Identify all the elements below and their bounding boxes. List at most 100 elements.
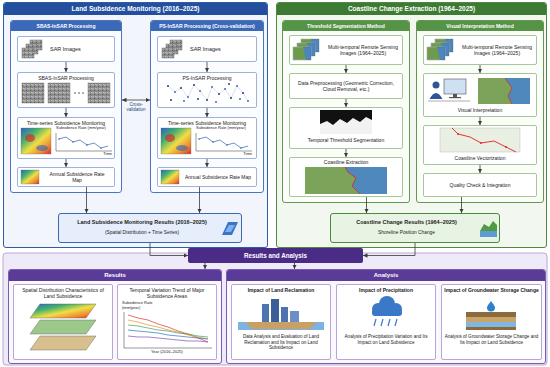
interpreter-icon bbox=[430, 93, 443, 99]
coastline-image bbox=[345, 167, 387, 194]
precipitation-icon bbox=[374, 319, 397, 326]
header-text: Land Subsidence Monitoring (2016–2025) bbox=[4, 3, 267, 15]
reclamation-icon bbox=[271, 299, 279, 322]
axis-label: Year (2016–2025) bbox=[118, 350, 216, 355]
interpreter-icon bbox=[453, 94, 457, 97]
connector bbox=[207, 159, 208, 167]
connector bbox=[480, 65, 481, 73]
method-panel: Visual Interpretation MethodMulti-tempor… bbox=[416, 20, 544, 203]
groundwater-icon bbox=[466, 322, 516, 327]
ps-points bbox=[167, 83, 249, 103]
precipitation-icon bbox=[372, 309, 402, 316]
node-text: Data Preprocessing (Geometric Correction… bbox=[292, 74, 400, 98]
connector bbox=[346, 149, 347, 157]
coastline-image bbox=[305, 167, 387, 194]
edge-label: Cross-validation bbox=[121, 102, 151, 113]
ps-points bbox=[224, 88, 226, 90]
trend-chart bbox=[128, 320, 208, 339]
ps-points bbox=[230, 97, 232, 99]
precipitation-icon bbox=[372, 303, 384, 315]
interpreter-icon bbox=[505, 78, 512, 104]
result-box: Coastline Change Results (1964–2025) Shor… bbox=[330, 213, 500, 243]
ps-points bbox=[211, 86, 213, 88]
axis-label: Subsidence Rate (mm/year) bbox=[196, 126, 254, 131]
satellite-images-icon bbox=[293, 39, 319, 60]
ps-points bbox=[247, 100, 249, 102]
node-text: Temporal Variation Trend of Major Subsid… bbox=[120, 287, 214, 299]
ps-points bbox=[197, 98, 199, 100]
result-icon bbox=[222, 222, 238, 235]
node-text: Coastline Vectorization bbox=[424, 155, 536, 161]
ps-points bbox=[187, 96, 189, 98]
spatial-layers bbox=[30, 304, 96, 318]
connector bbox=[346, 99, 347, 107]
process-box: Temporal Threshold Segmentation bbox=[289, 107, 403, 149]
connector bbox=[480, 165, 481, 173]
ps-points bbox=[199, 90, 201, 92]
sbas-thumbnails bbox=[22, 83, 110, 103]
header-text: Analysis bbox=[227, 270, 545, 281]
trend-chart bbox=[124, 312, 212, 348]
sbas-thumbnails bbox=[88, 83, 110, 103]
connector bbox=[66, 62, 67, 72]
process-box: Time-series Subsidence MonitoringSubside… bbox=[157, 117, 257, 159]
node-text: Multi-temporal Remote Sensing Images (19… bbox=[458, 36, 536, 64]
node-text: Multi-temporal Remote Sensing Images (19… bbox=[324, 36, 402, 64]
sbas-thumbnails bbox=[78, 92, 80, 94]
coastline-result-icon bbox=[480, 221, 497, 231]
interpreter-icon bbox=[428, 78, 530, 104]
groundwater-icon bbox=[466, 317, 516, 322]
trend-chart bbox=[128, 315, 208, 342]
header-text: Threshold Segmentation Method bbox=[283, 21, 409, 31]
method-panel: PS-InSAR Processing (Cross-validation)SA… bbox=[150, 20, 264, 193]
node-text: Land Subsidence Monitoring Results (2016… bbox=[62, 219, 222, 226]
results-ground bbox=[3, 253, 547, 365]
node-text: Analysis of Precipitation Variation and … bbox=[339, 334, 433, 345]
process-box: Quality Check & Integration bbox=[423, 173, 537, 197]
vectorized-coastline bbox=[480, 142, 482, 144]
process-box: Data Preprocessing (Geometric Correction… bbox=[289, 73, 403, 99]
coastline-image bbox=[345, 167, 360, 194]
connector bbox=[66, 159, 67, 167]
process-box: Annual Subsidence Rate Map bbox=[17, 167, 115, 187]
threshold-image bbox=[320, 110, 372, 134]
process-box: Multi-temporal Remote Sensing Images (19… bbox=[423, 35, 537, 65]
header-text: Visual Interpretation Method bbox=[417, 21, 543, 31]
interpreter-icon bbox=[433, 82, 440, 89]
time-series-chart bbox=[161, 128, 252, 154]
analysis-card: Impact of Groundwater Storage ChangeAnal… bbox=[441, 284, 542, 360]
method-panel: SBAS-InSAR ProcessingSAR ImagesSBAS-InSA… bbox=[10, 20, 122, 193]
node-text: Impact of Groundwater Storage Change bbox=[444, 287, 539, 293]
sar-icon bbox=[22, 40, 42, 58]
precipitation-icon bbox=[379, 296, 395, 312]
result-card: Temporal Variation Trend of Major Subsid… bbox=[117, 284, 217, 360]
connector bbox=[205, 263, 206, 269]
trend-chart bbox=[128, 325, 208, 337]
sbas-thumbnails bbox=[22, 83, 44, 103]
result-box: Land Subsidence Monitoring Results (2016… bbox=[58, 213, 242, 243]
threshold-image bbox=[320, 110, 372, 134]
sbas-thumbnails bbox=[48, 83, 70, 103]
connector bbox=[207, 62, 208, 72]
result-card: Spatial Distribution Characteristics of … bbox=[13, 284, 113, 360]
precipitation-icon bbox=[390, 303, 402, 315]
header-text: PS-InSAR Processing (Cross-validation) bbox=[151, 21, 263, 31]
trend-chart bbox=[128, 330, 208, 339]
interpreter-icon bbox=[478, 78, 530, 104]
sar-icon bbox=[22, 40, 182, 58]
process-box: Time-series Subsidence MonitoringSubside… bbox=[17, 117, 115, 159]
node-text: Coastline Extraction bbox=[290, 159, 402, 165]
satellite-images-icon bbox=[293, 39, 453, 60]
spatial-layers bbox=[30, 320, 96, 334]
node-text: SBAS-InSAR Processing bbox=[18, 75, 114, 81]
node-text: Coastline Change Results (1964–2025) bbox=[334, 219, 479, 226]
threshold-image bbox=[320, 117, 372, 134]
reclamation-icon bbox=[281, 307, 288, 322]
sar-icon bbox=[162, 40, 182, 58]
analysis-panel: AnalysisImpact of Land ReclamationData A… bbox=[226, 269, 546, 364]
coastline-image bbox=[305, 167, 387, 194]
rate-map-thumbnail bbox=[21, 170, 39, 184]
reclamation-icon bbox=[246, 322, 316, 329]
vectorized-coastline bbox=[440, 128, 520, 152]
node-text: Shoreline Position Change bbox=[334, 230, 479, 236]
